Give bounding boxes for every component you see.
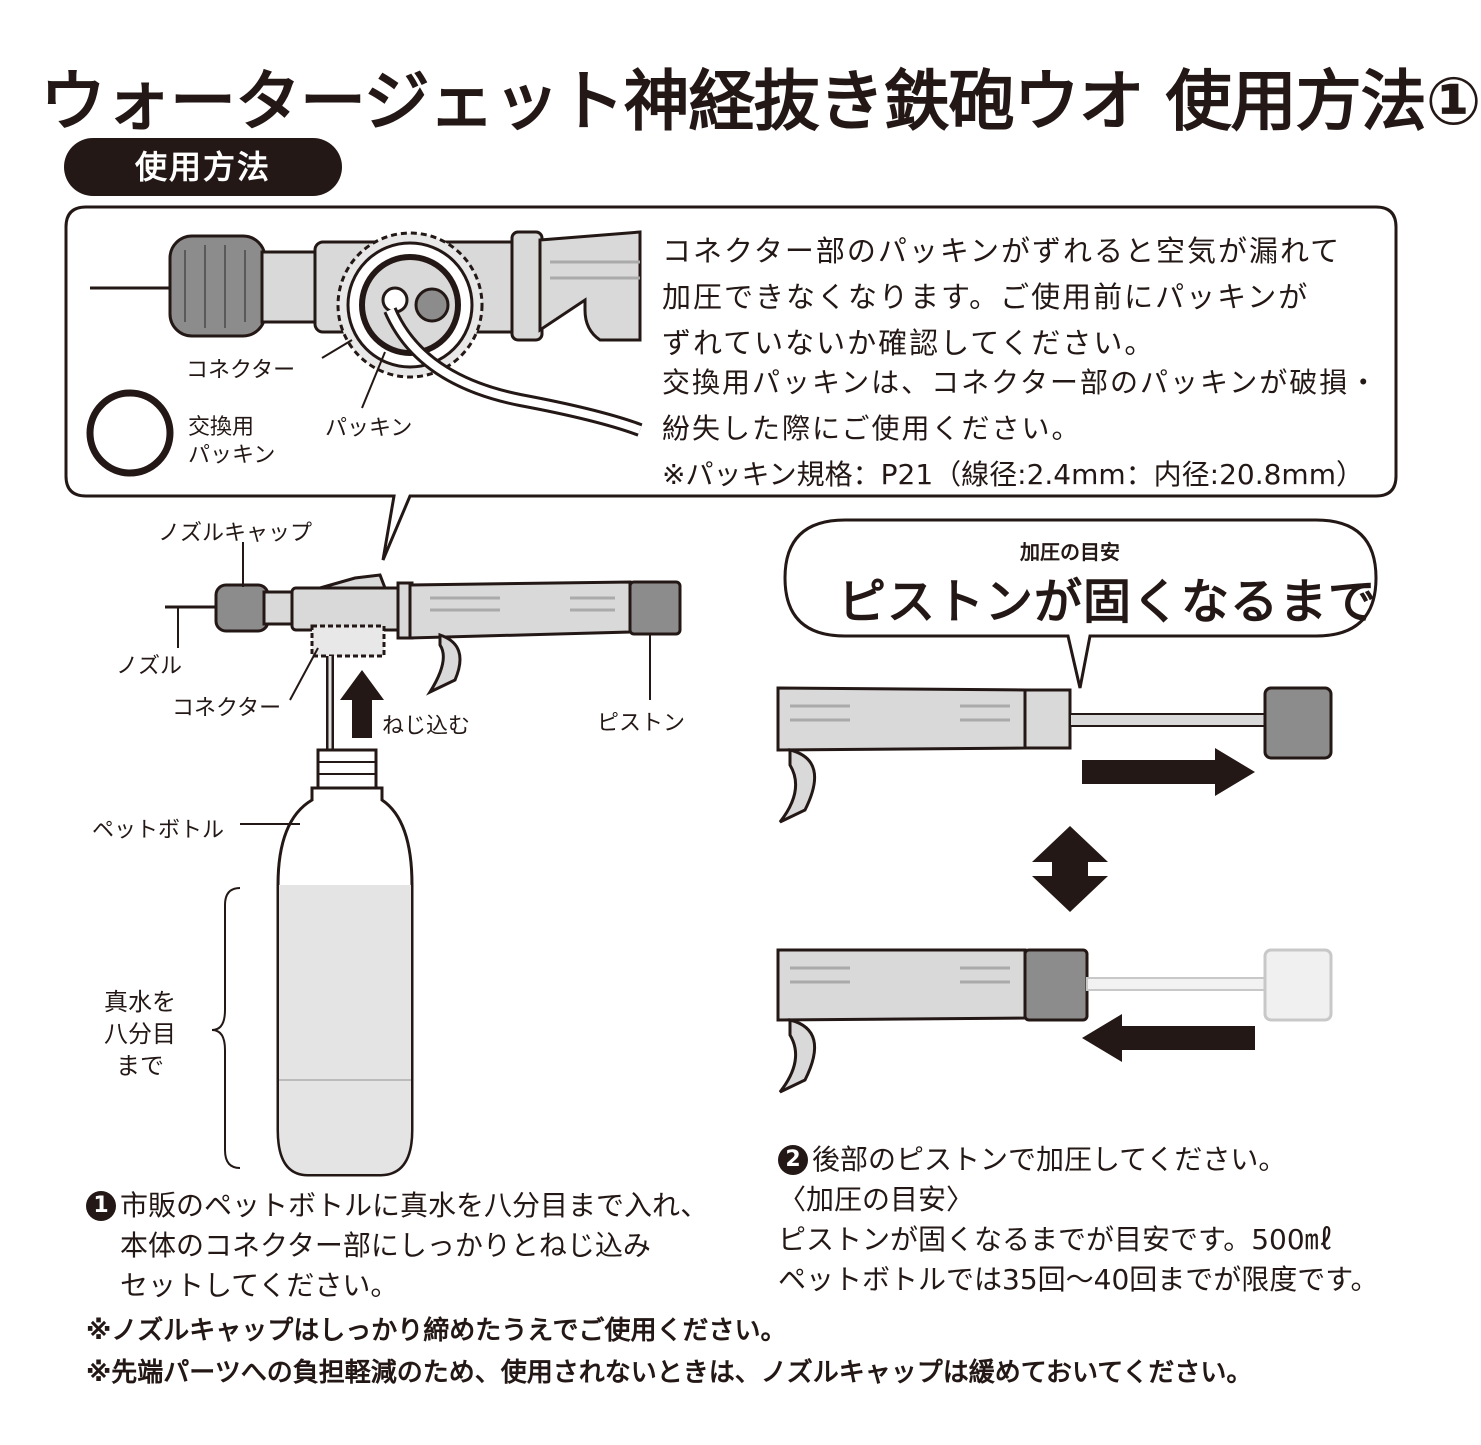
- label-connector-closeup: コネクター: [186, 358, 296, 383]
- pet-bottle-illustration: [211, 748, 414, 1177]
- label-water-line: 真水を: [104, 988, 176, 1016]
- pressure-bubble-big: ピストンが固くなるまで: [838, 574, 1378, 630]
- step-2-line: ピストンが固くなるまでが目安です。500㎖: [778, 1223, 1333, 1256]
- detail-paragraph-1: コネクター部のパッキンがずれると空気が漏れて 加圧できなくなります。ご使用前にパ…: [662, 228, 1341, 366]
- label-water-line: 八分目: [104, 1020, 176, 1048]
- step-2-line: 〈加圧の目安〉: [778, 1183, 975, 1216]
- page-title: ウォータージェット神経抜き鉄砲ウオ 使用方法①: [40, 63, 1481, 140]
- piston-pulled-illustration: [776, 686, 1333, 824]
- label-spare-line: 交換用: [188, 415, 255, 440]
- label-spare-packing: 交換用 パッキン: [188, 414, 275, 470]
- detail-line: 加圧できなくなります。ご使用前にパッキンが: [662, 280, 1310, 314]
- section-label: 使用方法: [64, 138, 342, 196]
- pressure-bubble-small: 加圧の目安: [1020, 540, 1120, 564]
- detail-paragraph-2: 交換用パッキンは、コネクター部のパッキンが破損・ 紛失した際にご使用ください。 …: [662, 360, 1379, 498]
- step-2-text: 後部のピストンで加圧してください。: [812, 1143, 1287, 1176]
- detail-line: ずれていないか確認してください。: [662, 326, 1156, 360]
- step-1-text: 市販のペットボトルに真水を八分目まで入れ、: [120, 1189, 709, 1222]
- label-piston: ピストン: [597, 711, 686, 736]
- note-line: ※ノズルキャップはしっかり締めたうえでご使用ください。: [86, 1316, 787, 1346]
- pressure-bubble-shape: [783, 518, 1378, 689]
- step-1-line: 本体のコネクター部にしっかりとねじ込み: [120, 1229, 651, 1262]
- label-connector: コネクター: [172, 696, 282, 721]
- label-screw-in: ねじ込む: [382, 714, 471, 739]
- piston-pushed-illustration: [776, 948, 1333, 1094]
- label-spare-line: パッキン: [188, 443, 276, 468]
- packing-spec: ※パッキン規格：P21（線径:2.4mm：内径:20.8mm）: [662, 458, 1364, 491]
- label-pet-bottle: ペットボトル: [92, 818, 225, 843]
- label-nozzle: ノズル: [116, 654, 183, 679]
- illustration-canvas: [64, 205, 1398, 1177]
- step-1-number: 1: [86, 1191, 116, 1221]
- label-nozzle-cap: ノズルキャップ: [158, 521, 313, 546]
- water-jet-gun-illustration: [165, 542, 682, 1058]
- step-2-line: ペットボトルでは35回〜40回までが限度です。: [778, 1263, 1379, 1296]
- label-packing: パッキン: [325, 416, 413, 441]
- label-water-level: 真水を 八分目 まで: [104, 986, 176, 1082]
- detail-line: コネクター部のパッキンがずれると空気が漏れて: [662, 234, 1342, 268]
- step-2-number: 2: [778, 1145, 808, 1175]
- detail-line: 交換用パッキンは、コネクター部のパッキンが破損・: [662, 366, 1380, 399]
- detail-line: 紛失した際にご使用ください。: [662, 412, 1082, 445]
- up-down-arrow: [1032, 826, 1108, 912]
- notes: ※ノズルキャップはしっかり締めたうえでご使用ください。 ※先端パーツへの負担軽減…: [86, 1310, 1252, 1394]
- label-water-line: まで: [116, 1052, 164, 1080]
- note-line: ※先端パーツへの負担軽減のため、使用されないときは、ノズルキャップは緩めておいて…: [86, 1358, 1253, 1388]
- step-1-line: セットしてください。: [120, 1269, 399, 1302]
- connector-closeup-illustration: [86, 230, 643, 477]
